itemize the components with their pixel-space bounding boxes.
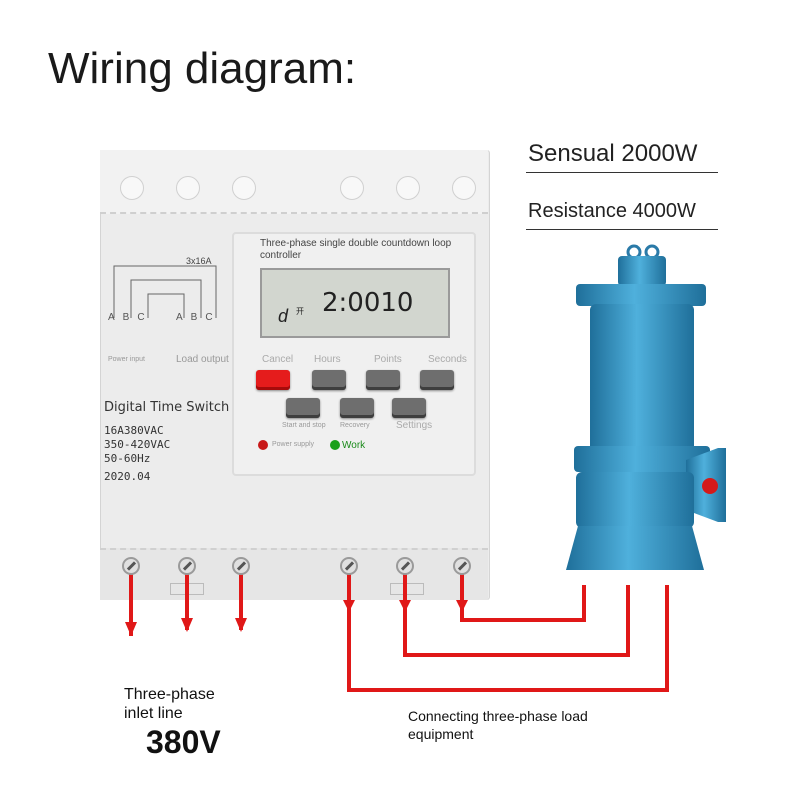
submersible-pump-illustration — [566, 244, 726, 570]
cancel-button-label: Cancel — [262, 354, 294, 365]
lcd-mode-indicator: d — [278, 306, 289, 326]
settings-button[interactable] — [392, 398, 426, 418]
device-name: Digital Time Switch — [104, 400, 230, 415]
terminal-letter: B — [190, 312, 198, 323]
terminal-letter: C — [137, 312, 145, 323]
output-terminal-screw — [453, 557, 471, 575]
lcd-screen — [260, 268, 450, 338]
inlet-line-label-1: Three-phase — [124, 686, 215, 703]
terminal-letter: B — [122, 312, 130, 323]
inlet-line-label-2: inlet line — [124, 705, 183, 722]
lcd-open-indicator: 开 — [296, 307, 304, 316]
seconds-button-label: Seconds — [428, 354, 467, 365]
page-title: Wiring diagram: — [48, 44, 357, 93]
cancel-button[interactable] — [256, 370, 290, 390]
device-spec-line: 16A380VAC — [104, 424, 164, 437]
load-output-terminal-letters: A B C — [176, 312, 213, 323]
output-terminal-screw — [340, 557, 358, 575]
terminal-letter: A — [176, 312, 183, 323]
panel-title: Three-phase single double countdown loop… — [260, 238, 452, 261]
current-rating-label: 3x16A — [186, 256, 212, 266]
hours-button-label: Hours — [314, 354, 341, 365]
terminal-letter: C — [205, 312, 213, 323]
settings-button-label: Settings — [396, 420, 433, 431]
recovery-button[interactable] — [340, 398, 374, 418]
points-button-label: Points — [374, 354, 402, 365]
voltage-label: 380V — [146, 724, 221, 760]
work-led — [330, 440, 340, 450]
top-screw-hole — [232, 176, 256, 200]
resistance-underline — [526, 229, 718, 230]
top-screw-hole — [120, 176, 144, 200]
work-label: Work — [342, 440, 366, 451]
input-terminal-screw — [178, 557, 196, 575]
input-terminal-screw — [232, 557, 250, 575]
seconds-button[interactable] — [420, 370, 454, 390]
terminal-letter: A — [108, 312, 115, 323]
internal-wiring-schematic — [113, 265, 217, 318]
resistance-power-label: Resistance 4000W — [528, 200, 696, 222]
device-spec-line: 350-420VAC — [104, 438, 171, 451]
points-button[interactable] — [366, 370, 400, 390]
load-label-1: Connecting three-phase load — [408, 708, 588, 724]
power-supply-label: Power supply — [272, 441, 315, 448]
sensual-underline — [526, 172, 718, 173]
top-screw-hole — [396, 176, 420, 200]
recovery-button-label: Recovery — [340, 422, 370, 429]
lcd-time-readout: 2:0010 — [322, 288, 414, 318]
output-terminal-screw — [396, 557, 414, 575]
input-terminal-screw — [122, 557, 140, 575]
start-stop-button-label: Start and stop — [282, 422, 326, 429]
power-input-terminal-letters: A B C — [108, 312, 145, 323]
hours-button[interactable] — [312, 370, 346, 390]
load-output-label: Load output — [176, 354, 229, 365]
top-screw-hole — [340, 176, 364, 200]
device-spec-line: 50-60Hz — [104, 452, 151, 465]
power-led — [258, 440, 268, 450]
power-input-label: Power input — [108, 356, 145, 363]
load-label-2: equipment — [408, 726, 474, 742]
device-top-rail — [100, 150, 488, 214]
device-date: 2020.04 — [104, 470, 151, 483]
top-screw-hole — [452, 176, 476, 200]
top-screw-hole — [176, 176, 200, 200]
sensual-power-label: Sensual 2000W — [528, 140, 698, 167]
start-stop-button[interactable] — [286, 398, 320, 418]
